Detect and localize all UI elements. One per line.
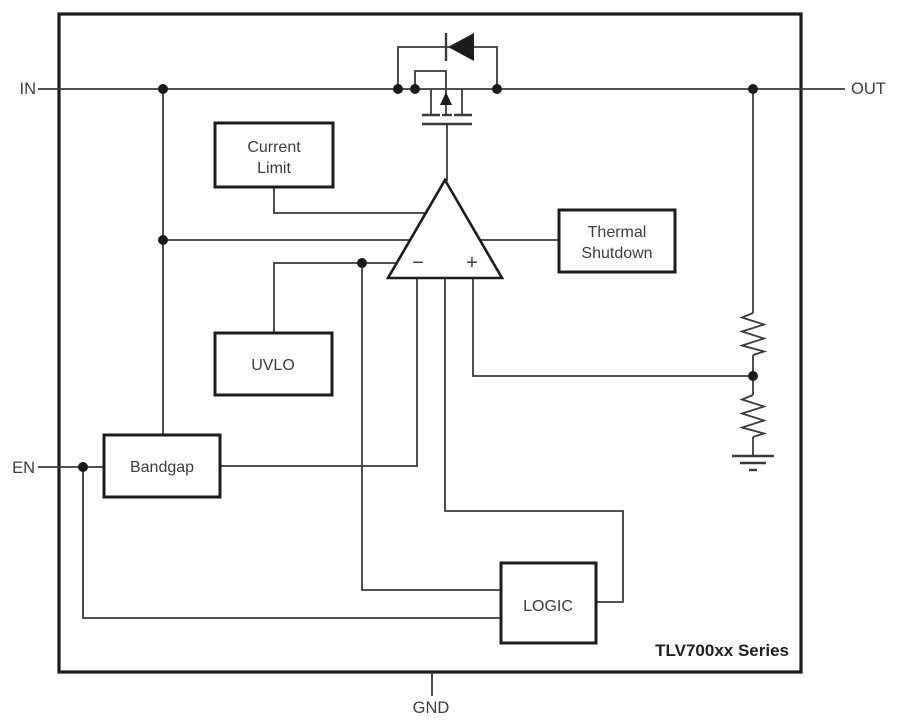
wire-en-to-logic xyxy=(82,467,501,619)
uvlo-label: UVLO xyxy=(251,357,295,374)
amp-minus-label: − xyxy=(412,252,424,274)
wires xyxy=(38,88,845,696)
body-connection-wire xyxy=(414,70,447,97)
body-arrow-head xyxy=(440,92,452,105)
current-limit-label-line1: Current xyxy=(247,139,301,156)
error-amplifier: − + xyxy=(385,177,505,280)
wire-amp-to-logic xyxy=(444,278,624,603)
wire-uvlo-to-amp-minus xyxy=(273,262,402,333)
amp-triangle xyxy=(385,177,505,280)
junction-dots xyxy=(78,84,758,472)
pin-label-en: EN xyxy=(12,459,35,477)
block-current-limit: Current Limit xyxy=(213,121,335,189)
ground-icon xyxy=(732,454,774,472)
bandgap-label: Bandgap xyxy=(130,459,194,476)
function-blocks: Current Limit UVLO Thermal Shutdown Band… xyxy=(102,121,677,645)
wire-current-limit-to-amp xyxy=(273,187,430,214)
block-bandgap: Bandgap xyxy=(102,433,222,499)
body-diode-icon xyxy=(397,33,498,89)
resistor-top xyxy=(738,312,768,356)
block-uvlo: UVLO xyxy=(213,331,334,397)
wire-minus-node-to-logic xyxy=(361,263,501,591)
resistor-bottom xyxy=(738,394,768,438)
wire-feedback-to-amp-plus xyxy=(472,278,753,377)
amp-plus-label: + xyxy=(466,252,478,274)
logic-label: LOGIC xyxy=(523,598,573,615)
block-thermal-shutdown: Thermal Shutdown xyxy=(557,208,677,274)
pin-label-out: OUT xyxy=(851,80,886,98)
diode-loop-wire xyxy=(397,46,498,89)
block-logic: LOGIC xyxy=(499,561,598,645)
pin-label-gnd: GND xyxy=(413,699,450,717)
pin-label-in: IN xyxy=(20,80,37,98)
thermal-shutdown-label-line2: Shutdown xyxy=(581,245,652,262)
thermal-shutdown-label-line1: Thermal xyxy=(588,224,647,241)
series-title: TLV700xx Series xyxy=(655,641,789,660)
pmos-pass-transistor-icon xyxy=(414,70,472,181)
current-limit-label-line2: Limit xyxy=(257,160,291,177)
ic-boundary xyxy=(57,12,803,674)
diode-triangle xyxy=(448,33,474,61)
resistor-divider-icon xyxy=(732,312,774,472)
wire-bandgap-to-amp-minus xyxy=(220,278,418,467)
